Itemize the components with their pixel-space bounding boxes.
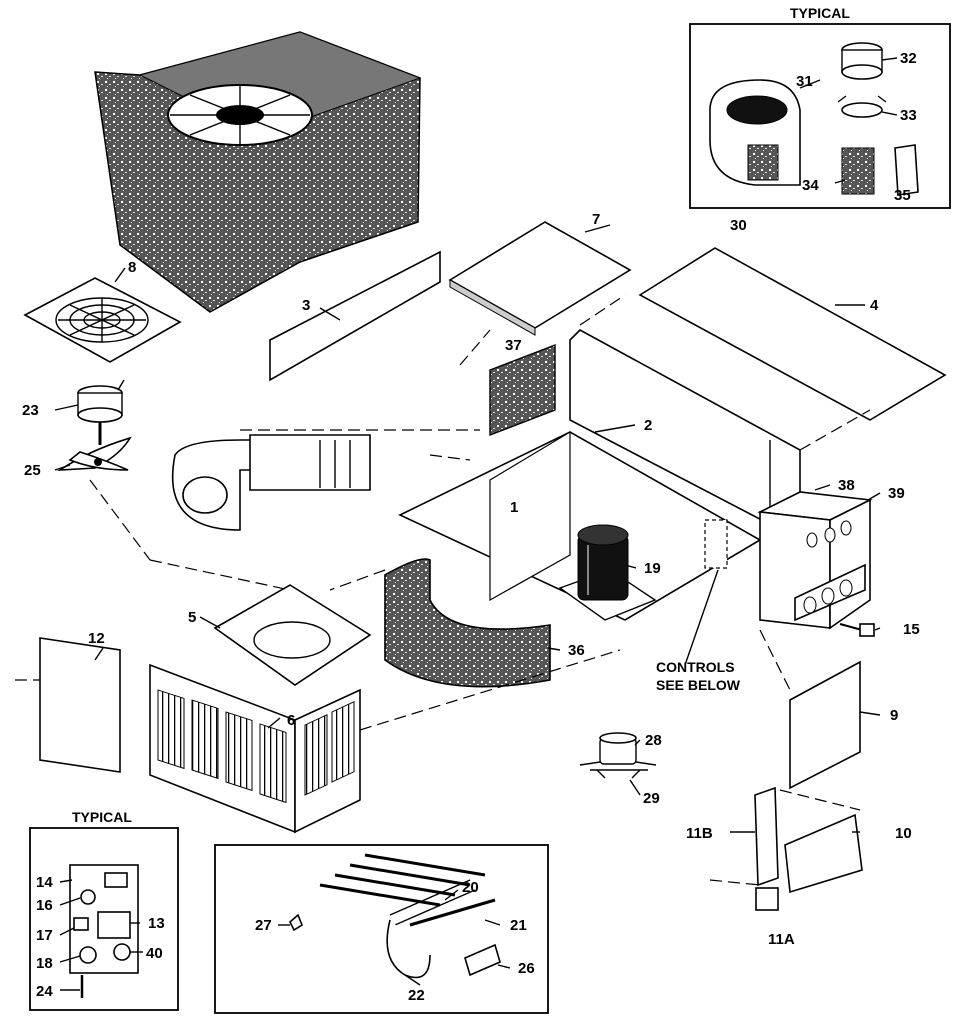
part-top-cover: [448, 221, 632, 329]
part-label-7: 7: [592, 211, 600, 228]
part-label-2: 2: [644, 417, 652, 434]
part-label-38: 38: [838, 477, 855, 494]
part-label-5: 5: [188, 609, 196, 626]
part-label-13: 13: [148, 915, 165, 932]
part-label-33: 33: [900, 107, 917, 124]
part-end-panel: [39, 637, 121, 773]
part-label-26: 26: [518, 960, 535, 977]
part-label-28: 28: [645, 732, 662, 749]
part-label-22: 22: [408, 987, 425, 1004]
part-label-18: 18: [36, 955, 53, 972]
part-label-16: 16: [36, 897, 53, 914]
typical-heading-bottom: TYPICAL: [72, 809, 132, 825]
typical-controls-box: [29, 827, 179, 1011]
part-louvered-panel: [149, 663, 361, 834]
part-label-31: 31: [796, 73, 813, 90]
part-label-19: 19: [644, 560, 661, 577]
part-label-12: 12: [88, 630, 105, 647]
part-filter: [489, 343, 556, 437]
part-condenser-coil: [384, 558, 551, 688]
part-label-32: 32: [900, 50, 917, 67]
part-label-29: 29: [643, 790, 660, 807]
part-label-17: 17: [36, 927, 53, 944]
assembly-lines: [15, 294, 871, 886]
part-label-3: 3: [302, 297, 310, 314]
part-blower-housing-left: [171, 434, 371, 531]
part-main-top: [638, 247, 947, 421]
part-fan-motor: [77, 379, 125, 445]
part-label-24: 24: [36, 983, 53, 1000]
part-label-36: 36: [568, 642, 585, 659]
part-motor-mount: [579, 732, 657, 779]
part-label-39: 39: [888, 485, 905, 502]
part-label-23: 23: [22, 402, 39, 419]
part-label-11b: 11B: [686, 825, 713, 842]
part-bracket-11b: [754, 786, 779, 887]
heater-assembly-box: [214, 844, 549, 1014]
part-fan-blade: [57, 436, 132, 471]
typical-heading-top: TYPICAL: [790, 5, 850, 21]
part-label-34: 34: [802, 177, 819, 194]
controls-note-line2: SEE BELOW: [656, 677, 741, 693]
part-label-27: 27: [255, 917, 272, 934]
part-compressor: [558, 524, 657, 621]
part-control-box: [757, 491, 873, 630]
part-side-rail: [269, 250, 441, 382]
part-base-pan: [398, 430, 762, 621]
part-label-14: 14: [36, 874, 53, 891]
part-fan-grille: [23, 277, 182, 363]
controls-placeholder: [704, 519, 728, 569]
part-label-25: 25: [24, 462, 41, 479]
leader-lines: [54, 57, 898, 991]
part-label-8: 8: [128, 259, 136, 276]
part-label-10: 10: [895, 825, 912, 842]
part-access-panel: [789, 660, 861, 790]
part-label-21: 21: [510, 917, 527, 934]
part-label-20: 20: [462, 879, 479, 896]
part-label-4: 4: [870, 297, 879, 314]
part-label-1: 1: [510, 499, 518, 516]
part-label-6: 6: [287, 712, 295, 729]
part-label-30: 30: [730, 217, 747, 234]
part-bracket-11a: [755, 887, 779, 911]
part-lower-panel: [784, 813, 863, 894]
part-label-40: 40: [146, 945, 163, 962]
part-label-15: 15: [903, 621, 920, 638]
part-label-37: 37: [505, 337, 522, 354]
part-label-11a: 11A: [768, 931, 795, 948]
controls-note-line1: CONTROLS: [656, 659, 735, 675]
part-bolt: [839, 623, 875, 637]
part-blower-deck: [213, 584, 372, 686]
part-label-9: 9: [890, 707, 898, 724]
assembled-unit-image: [94, 31, 422, 313]
part-label-35: 35: [894, 187, 911, 204]
typical-blower-box: [689, 23, 951, 209]
